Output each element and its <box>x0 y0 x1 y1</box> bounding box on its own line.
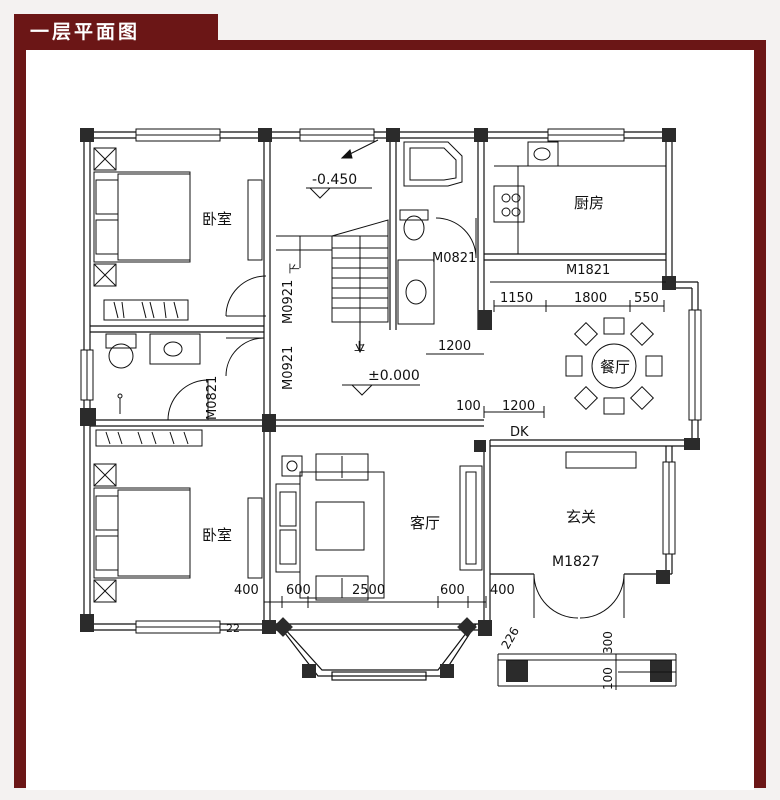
bay-window <box>277 623 477 681</box>
stair-up-label: 上 <box>354 340 365 353</box>
windows <box>80 128 702 634</box>
room-label-foyer: 玄关 <box>566 508 596 526</box>
doors <box>167 217 666 619</box>
door-label-m1827: M1827 <box>552 554 600 570</box>
dim-400-right: 400 <box>490 583 515 598</box>
dim-1150: 1150 <box>500 291 533 306</box>
dim-100: 100 <box>456 399 481 414</box>
dim-600-left: 600 <box>286 583 311 598</box>
door-label-m0821-wc: M0821 <box>432 251 476 266</box>
dim-1200-dk: 1200 <box>502 399 535 414</box>
stair-down-label: 下 <box>288 263 301 274</box>
dim-1200-stair: 1200 <box>438 339 471 354</box>
room-label-bedroom-top: 卧室 <box>202 210 232 228</box>
porch <box>497 653 677 687</box>
door-label-m0921-lower: M0921 <box>281 346 296 390</box>
door-label-m0821-bath: M0821 <box>205 376 220 420</box>
level-label-ground: ±0.000 <box>368 368 420 384</box>
level-label-stair-down: -0.450 <box>312 172 357 188</box>
dimension-lines <box>263 300 665 690</box>
door-label-dk: DK <box>510 425 529 440</box>
room-label-dining: 餐厅 <box>600 358 630 376</box>
dim-1800: 1800 <box>574 291 607 306</box>
level-markers <box>306 139 420 396</box>
dim-400-left: 400 <box>234 583 259 598</box>
structural-columns <box>80 128 700 682</box>
title-tab <box>14 14 218 48</box>
dim-600-right: 600 <box>440 583 465 598</box>
room-label-living: 客厅 <box>410 514 440 532</box>
page-title: 一层平面图 <box>30 21 141 43</box>
dim-300: 300 <box>601 631 615 654</box>
door-label-m1821: M1821 <box>566 263 610 278</box>
room-label-kitchen: 厨房 <box>574 194 604 212</box>
dim-550: 550 <box>634 291 659 306</box>
dim-22: 22 <box>226 622 240 635</box>
furniture <box>93 141 666 603</box>
dim-2500: 2500 <box>352 583 385 598</box>
staircase <box>276 219 389 354</box>
room-label-bedroom-bottom: 卧室 <box>202 526 232 544</box>
dim-226: 226 <box>498 625 522 652</box>
dim-100-porch: 100 <box>601 667 615 690</box>
door-label-m0921-upper: M0921 <box>281 280 296 324</box>
